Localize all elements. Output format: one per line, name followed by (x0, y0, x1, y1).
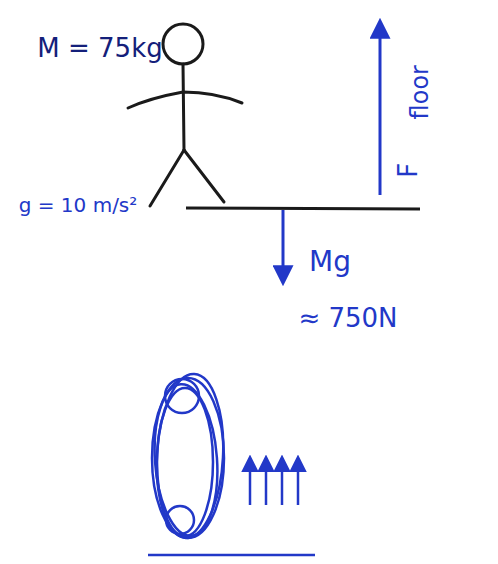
ground-line (148, 554, 315, 557)
weight-value: ≈ 750N (298, 304, 397, 333)
foot-sketch (150, 372, 227, 539)
weight-arrow (282, 210, 285, 282)
mass-label: M = 75kg (37, 34, 162, 63)
gravity-label: g = 10 m/s² (19, 194, 138, 216)
force-subscript: floor (407, 65, 433, 119)
floor-line (186, 208, 420, 209)
normal-force-arrow (379, 22, 382, 195)
pressure-arrows (250, 458, 298, 505)
weight-symbol: Mg (309, 247, 351, 278)
force-symbol: F (394, 163, 423, 178)
